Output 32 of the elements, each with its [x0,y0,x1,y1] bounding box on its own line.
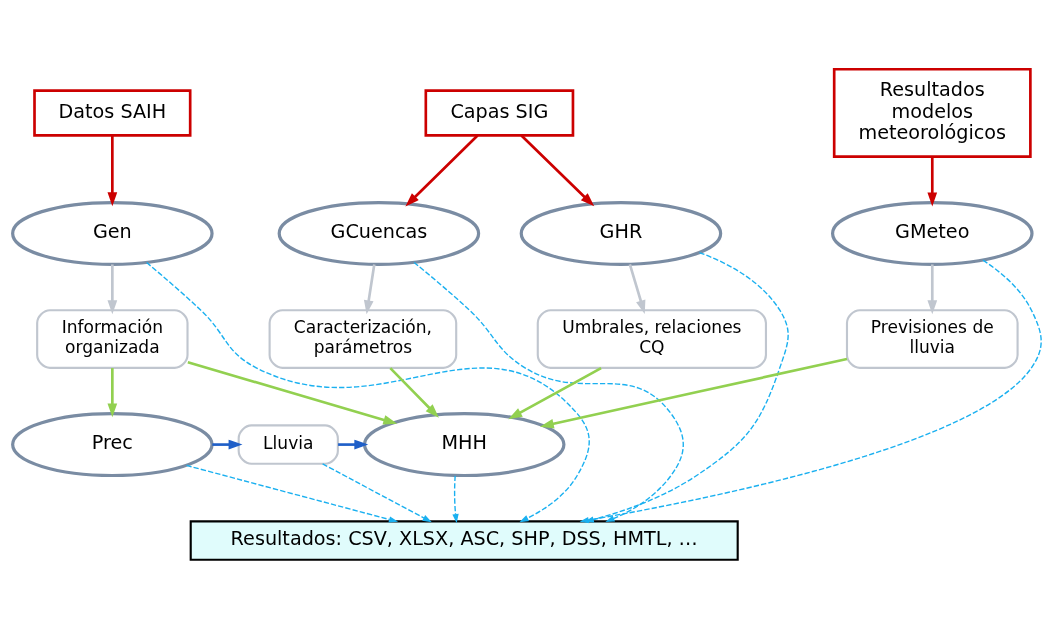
arrow [539,357,848,429]
arrow [107,367,118,417]
node-box: Caracterización, parámetros [268,308,458,369]
node-ellipse: GCuencas [277,200,481,266]
node-ellipse: GMeteo [831,200,1034,266]
arrow [107,135,118,206]
arrow [389,366,439,418]
node-box: Resultados: CSV, XLSX, ASC, SHP, DSS, HMTL, … [189,519,739,561]
node-box: Información organizada [36,308,189,369]
node-box: Lluvia [237,423,339,465]
arrow [363,263,376,314]
node-ellipse: Prec [11,411,214,477]
arrow [107,263,118,314]
arrow [628,263,646,314]
node-box: Umbrales, relaciones CQ [536,308,767,369]
arrow [187,360,398,425]
node-box: Datos SAIH [33,88,192,137]
arrow [185,464,399,523]
arrow [452,474,459,523]
node-ellipse: Gen [11,200,214,266]
arrow [212,439,243,449]
arrow [338,439,369,449]
node-ellipse: GHR [519,200,723,266]
node-box: Resultados modelos meteorológicos [832,67,1032,158]
arrow [405,134,479,206]
arrow [508,366,602,419]
arrow [927,156,938,206]
arrow [520,134,595,206]
node-box: Capas SIG [424,88,575,137]
node-box: Previsiones de lluvia [845,308,1019,369]
arrow [927,263,938,314]
arrow [321,462,432,522]
